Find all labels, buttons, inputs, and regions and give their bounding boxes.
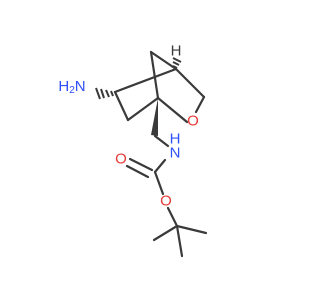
bond-carbonyl-ester <box>153 170 165 196</box>
ester-oxygen-label: O <box>160 193 172 210</box>
wedge-bond-c1-ch2 <box>151 98 158 136</box>
carbamate-nh-h-label: H <box>170 131 181 148</box>
carbonyl-oxygen-label: O <box>115 151 127 168</box>
hash-bond-c4-h <box>172 57 182 69</box>
structure-svg: H2N O H N H O O <box>58 43 208 258</box>
bond-lines <box>113 50 208 258</box>
carbamate-n-label: N <box>170 145 181 162</box>
bond-carbonyl-double-b <box>125 164 150 179</box>
bond-c1-c6 <box>126 96 160 122</box>
bond-c6-c5 <box>113 90 130 122</box>
bond-ch2-o <box>194 95 206 114</box>
bond-nh-carbonyl <box>153 158 167 174</box>
ring-oxygen-label: O <box>187 113 199 130</box>
bridgehead-h-label: H <box>171 43 182 60</box>
hash-bond-c5-n <box>95 87 114 100</box>
molecule-canvas: H2N O H N H O O <box>58 43 208 258</box>
bond-ester-tbu <box>166 206 179 228</box>
bond-c4-ch2 <box>174 67 206 99</box>
bond-tbu-me3 <box>175 224 184 258</box>
bond-tbu-me1 <box>152 224 179 242</box>
bond-bridge-left <box>149 50 160 100</box>
bond-o-c1 <box>156 96 189 124</box>
bond-c5-c4 <box>113 67 178 94</box>
amine-label: H2N <box>58 78 85 96</box>
bond-bridge-right <box>149 50 178 71</box>
bond-ch2-nh <box>153 134 170 148</box>
bond-carbonyl-double-a <box>128 157 154 172</box>
bond-tbu-me2 <box>175 224 208 235</box>
